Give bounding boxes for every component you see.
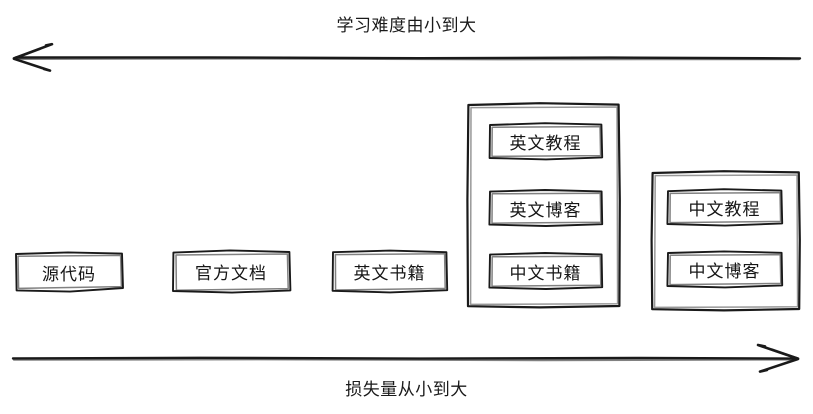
node-english-tutorial[interactable]: 英文教程 — [509, 133, 582, 154]
node-source-code[interactable]: 源代码 — [42, 264, 96, 285]
node-chinese-blog[interactable]: 中文博客 — [688, 261, 761, 282]
node-official-docs[interactable]: 官方文档 — [195, 263, 267, 284]
node-english-books[interactable]: 英文书籍 — [353, 263, 426, 284]
bottom-axis-arrow — [11, 343, 800, 373]
top-axis-arrow — [12, 42, 802, 72]
bottom-axis-label: 损失量从小到大 — [345, 380, 468, 400]
node-chinese-books[interactable]: 中文书籍 — [509, 263, 582, 284]
node-english-blog-visible[interactable]: 英文博客 — [509, 200, 582, 221]
top-axis-label: 学习难度由小到大 — [336, 16, 477, 36]
node-chinese-tutorial[interactable]: 中文教程 — [688, 199, 761, 220]
